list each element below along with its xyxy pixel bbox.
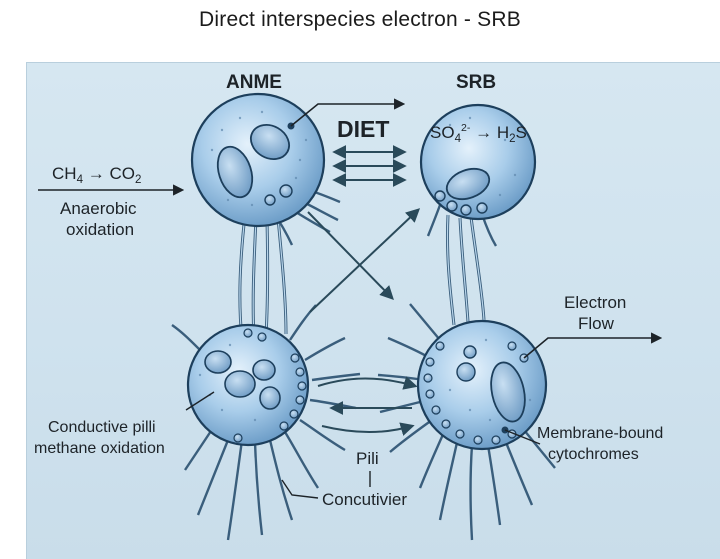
- pili-label: Pili: [356, 449, 379, 468]
- sulfate-reaction: SO42- → H2S: [430, 122, 527, 145]
- sulfate-reactant-sub: 4: [454, 132, 461, 145]
- methane-product: CO: [109, 164, 135, 183]
- bottom-exchange-arrows: [317, 376, 418, 436]
- sulfate-product-tail: S: [515, 122, 527, 142]
- electron-flow-arrow: [523, 332, 663, 359]
- sulfate-product-sub: 2: [509, 132, 516, 145]
- sulfate-product: H: [496, 122, 510, 142]
- anme-cell: [190, 92, 326, 228]
- methane-reactant: CH: [52, 164, 77, 183]
- srb-cell-bottom: [416, 319, 548, 451]
- pili-bottom-left-fringe: [171, 304, 361, 541]
- anaerobic-label-line2: oxidation: [66, 220, 135, 239]
- methane-product-sub: 2: [134, 174, 142, 187]
- electron-flow-line1: Electron: [564, 293, 627, 312]
- membrane-bound-leader: [504, 429, 541, 445]
- srb-label: SRB: [456, 72, 497, 93]
- methane-reaction: CH4 → CO2: [52, 164, 141, 186]
- membrane-bound-line1: Membrane-bound: [537, 425, 664, 442]
- sulfate-reactant: SO: [430, 122, 455, 142]
- anme-cell-bottom: [186, 323, 310, 447]
- conductive-pili-line2: methane oxidation: [34, 440, 165, 457]
- crossing-arrows: [307, 208, 421, 313]
- diagram-panel: [26, 62, 720, 559]
- srb-cell: [419, 103, 537, 221]
- diagram-title: Direct interspecies electron - SRB: [199, 8, 521, 31]
- conductive-pili-line1: Conductive pilli: [48, 419, 156, 436]
- sulfate-reactant-sup: 2-: [460, 122, 471, 134]
- methane-arrow-glyph: →: [87, 164, 105, 183]
- membrane-bound-line2: cytochromes: [548, 446, 639, 463]
- conductivier-label: Concutivier: [322, 490, 408, 509]
- anaerobic-label-line1: Anaerobic: [60, 199, 137, 218]
- diet-double-arrows: [332, 145, 407, 187]
- conductive-pili-leader: [185, 391, 215, 411]
- anme-label: ANME: [226, 72, 282, 93]
- methane-reactant-sub: 4: [76, 174, 83, 187]
- conductivier-leader: [281, 479, 319, 499]
- diet-label: DIET: [337, 116, 390, 142]
- sulfate-arrow-glyph: →: [475, 122, 493, 142]
- anme-leader-arrow: [290, 98, 406, 127]
- electron-flow-line2: Flow: [578, 314, 614, 333]
